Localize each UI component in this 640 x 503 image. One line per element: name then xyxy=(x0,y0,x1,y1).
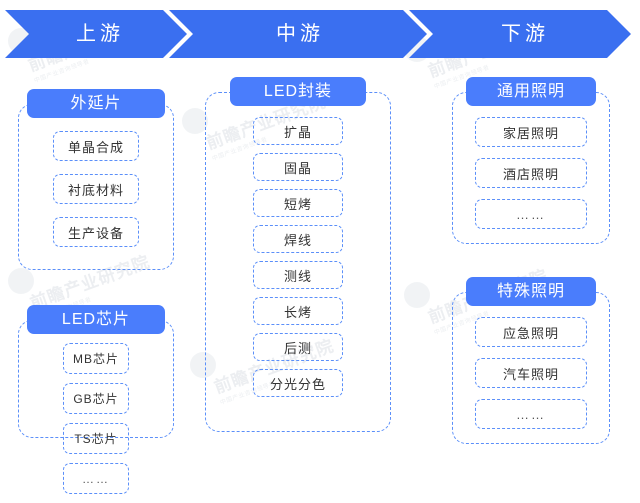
item-automotive-lighting[interactable]: 汽车照明 xyxy=(475,358,587,388)
item-die-bonding[interactable]: 固晶 xyxy=(253,153,343,181)
item-post-test[interactable]: 后测 xyxy=(253,333,343,361)
group-led-packaging: LED封装 扩晶 固晶 短烤 焊线 测线 长烤 后测 分光分色 xyxy=(205,77,391,432)
item-wafer-expansion[interactable]: 扩晶 xyxy=(253,117,343,145)
item-wire-bonding[interactable]: 焊线 xyxy=(253,225,343,253)
group-title-special-lighting[interactable]: 特殊照明 xyxy=(466,277,596,306)
group-title-led-packaging[interactable]: LED封装 xyxy=(230,77,366,106)
item-single-crystal-synthesis[interactable]: 单晶合成 xyxy=(53,131,139,161)
banner-arrow-shape xyxy=(5,10,631,58)
item-special-lighting-more[interactable]: …… xyxy=(475,399,587,429)
item-long-bake[interactable]: 长烤 xyxy=(253,297,343,325)
item-ts-chip[interactable]: TS芯片 xyxy=(63,423,129,454)
item-production-equipment[interactable]: 生产设备 xyxy=(53,217,139,247)
item-home-lighting[interactable]: 家居照明 xyxy=(475,117,587,147)
item-spectral-sorting[interactable]: 分光分色 xyxy=(253,369,343,397)
item-general-lighting-more[interactable]: …… xyxy=(475,199,587,229)
banner-label-upstream: 上游 xyxy=(76,23,124,45)
group-title-epitaxy-wafer[interactable]: 外延片 xyxy=(27,89,165,118)
banner-segment-downstream[interactable] xyxy=(409,10,631,58)
group-epitaxy-wafer: 外延片 单晶合成 衬底材料 生产设备 xyxy=(18,89,174,270)
group-body-special-lighting: 应急照明 汽车照明 …… xyxy=(453,317,609,440)
group-body-general-lighting: 家居照明 酒店照明 …… xyxy=(453,117,609,240)
banner-segment-midstream[interactable] xyxy=(169,10,427,58)
group-body-led-packaging: 扩晶 固晶 短烤 焊线 测线 长烤 后测 分光分色 xyxy=(206,117,390,405)
item-gb-chip[interactable]: GB芯片 xyxy=(63,383,129,414)
group-special-lighting: 特殊照明 应急照明 汽车照明 …… xyxy=(452,277,610,444)
item-hotel-lighting[interactable]: 酒店照明 xyxy=(475,158,587,188)
watermark-dot xyxy=(8,268,34,294)
value-chain-banner: 上游 中游 下游 xyxy=(5,10,631,58)
watermark-dot xyxy=(404,282,430,308)
item-emergency-lighting[interactable]: 应急照明 xyxy=(475,317,587,347)
group-title-general-lighting[interactable]: 通用照明 xyxy=(466,77,596,106)
group-led-chip: LED芯片 MB芯片 GB芯片 TS芯片 …… xyxy=(18,305,174,494)
group-title-led-chip[interactable]: LED芯片 xyxy=(27,305,165,334)
item-wire-test[interactable]: 测线 xyxy=(253,261,343,289)
banner-label-downstream: 下游 xyxy=(501,23,549,45)
item-substrate-material[interactable]: 衬底材料 xyxy=(53,174,139,204)
item-short-bake[interactable]: 短烤 xyxy=(253,189,343,217)
group-body-epitaxy-wafer: 单晶合成 衬底材料 生产设备 xyxy=(19,131,173,260)
banner-segment-upstream[interactable] xyxy=(5,10,187,58)
group-general-lighting: 通用照明 家居照明 酒店照明 …… xyxy=(452,77,610,244)
group-body-led-chip: MB芯片 GB芯片 TS芯片 …… xyxy=(19,343,173,503)
item-mb-chip[interactable]: MB芯片 xyxy=(63,343,129,374)
banner-label-midstream: 中游 xyxy=(276,23,324,45)
item-led-chip-more[interactable]: …… xyxy=(63,463,129,494)
